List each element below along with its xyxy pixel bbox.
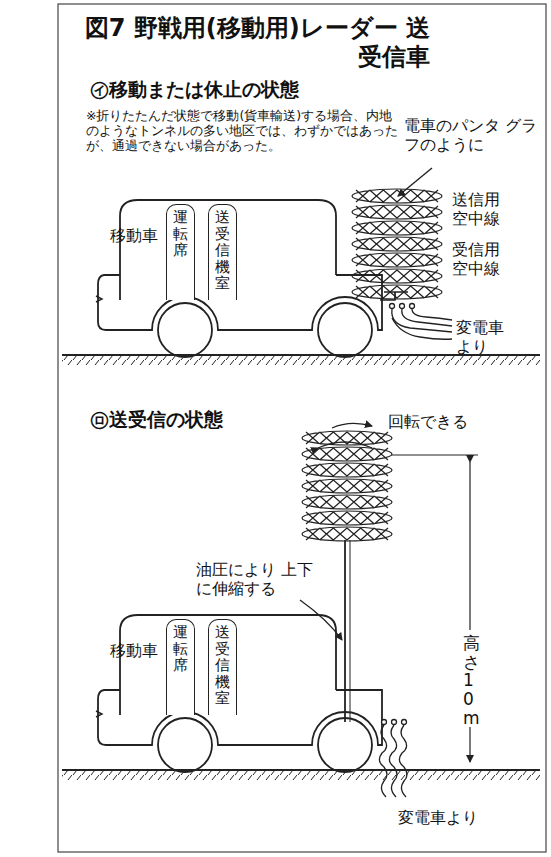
compartment-label: 運転席 <box>173 624 188 674</box>
compartment-box: 運転席 <box>166 204 195 300</box>
figure-title: 図7 野戦用(移動用)レーダー 送受信車 <box>80 14 430 72</box>
section-heading: ㋑移動または休止の状態 <box>90 78 350 101</box>
dimension-label: 高さ10m <box>461 634 482 727</box>
part-label: 受信用 空中線 <box>452 240 508 278</box>
compartment-box: 運転席 <box>166 619 195 715</box>
compartment-box: 送受信機室 <box>208 204 237 300</box>
callout-label: 回転できる <box>388 412 498 431</box>
section-heading: ㋺送受信の状態 <box>90 408 310 431</box>
compartment-box: 送受信機室 <box>208 619 237 715</box>
antenna-array <box>302 431 392 541</box>
vehicle-label: 移動車 <box>110 641 170 660</box>
source-label: 変電車より <box>398 808 508 827</box>
compartment-label: 送受信機室 <box>215 624 230 707</box>
source-label: 変電車 より <box>456 318 522 356</box>
compartment-label: 送受信機室 <box>215 209 230 292</box>
callout-label: 油圧により 上下に伸縮する <box>196 560 316 598</box>
antenna-array <box>352 189 442 299</box>
callout-label: 電車のパンタ グラフのように <box>404 116 540 154</box>
vehicle-label: 移動車 <box>110 226 170 245</box>
compartment-label: 運転席 <box>173 209 188 259</box>
note: ※折りたたんだ状態で移動(貨車輸送)する場合、内地のようなトンネルの多い地区では… <box>86 108 404 153</box>
part-label: 送信用 空中線 <box>452 190 508 228</box>
